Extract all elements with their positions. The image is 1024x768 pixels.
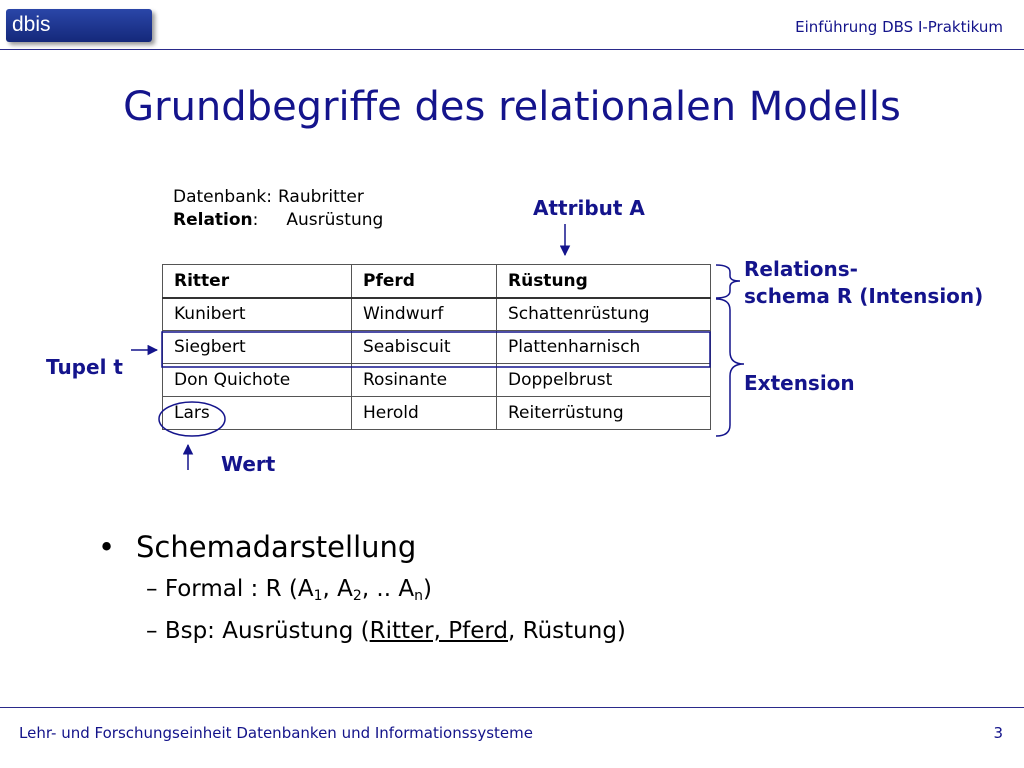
schema-label-line2: schema R (Intension) <box>744 284 984 308</box>
relation-colon: : <box>252 210 259 230</box>
formal-end: ) <box>422 576 432 602</box>
table-row: Don Quichote Rosinante Doppelbrust <box>162 363 711 397</box>
footer-text: Lehr- und Forschungseinheit Datenbanken … <box>19 724 533 742</box>
footer-divider <box>0 707 1024 708</box>
table-cell: Rosinante <box>351 363 497 397</box>
table-cell: Siegbert <box>162 330 352 364</box>
bsp-rest: , Rüstung) <box>508 618 626 644</box>
table-row: Kunibert Windwurf Schattenrüstung <box>162 297 711 331</box>
page-number: 3 <box>993 724 1003 742</box>
table-cell: Seabiscuit <box>351 330 497 364</box>
relation-label: Relation <box>173 210 253 230</box>
table-cell: Herold <box>351 396 497 430</box>
table-header-row: Ritter Pferd Rüstung <box>162 264 711 299</box>
header-divider <box>0 49 1024 50</box>
relation-meta: Datenbank:Raubritter Relation: Ausrüstung <box>173 186 383 232</box>
wert-circle <box>158 401 226 437</box>
tupel-highlight <box>161 331 711 368</box>
header-pferd: Pferd <box>351 264 497 299</box>
db-label: Datenbank: <box>173 187 272 207</box>
schema-label-line1: Relations- <box>744 257 858 281</box>
table-cell: Doppelbrust <box>496 363 711 397</box>
table-cell: Don Quichote <box>162 363 352 397</box>
bullet-dot-icon: • <box>98 530 116 564</box>
table-cell: Reiterrüstung <box>496 396 711 430</box>
table-row: Lars Herold Reiterrüstung <box>162 396 711 430</box>
extension-label: Extension <box>744 371 855 395</box>
bullet-list: • Schemadarstellung – Formal : R (A1, A2,… <box>98 530 626 656</box>
bsp-prefix: Bsp: Ausrüstung ( <box>164 618 370 644</box>
bsp-key-attributes: Ritter, Pferd <box>369 618 509 644</box>
db-value: Raubritter <box>277 187 364 207</box>
header-ruestung: Rüstung <box>496 264 711 299</box>
header-ritter: Ritter <box>162 264 352 299</box>
sub-bullet-bsp: – Bsp: Ausrüstung (Ritter, Pferd, Rüstun… <box>146 618 626 644</box>
formal-sub-2: 2 <box>352 588 362 604</box>
schema-brace <box>715 264 741 299</box>
formal-sub-1: 1 <box>313 588 323 604</box>
attribut-label: Attribut A <box>533 196 645 220</box>
sub-bullet-formal: – Formal : R (A1, A2, .. An) <box>146 576 432 604</box>
bullet-item: • Schemadarstellung <box>98 530 626 572</box>
formal-mid-1: , A <box>322 576 353 602</box>
wert-label: Wert <box>221 452 276 476</box>
logo-text: dbis <box>12 13 51 36</box>
formal-prefix: Formal : R (A <box>164 576 314 602</box>
formal-sub-n: n <box>414 588 423 604</box>
slide-title: Grundbegriffe des relationalen Modells <box>123 84 901 130</box>
relation-value: Ausrüstung <box>286 210 384 230</box>
table-cell: Kunibert <box>162 297 352 331</box>
table-cell: Schattenrüstung <box>496 297 711 331</box>
bullet-main: Schemadarstellung <box>136 530 417 564</box>
relation-table: Ritter Pferd Rüstung Kunibert Windwurf S… <box>162 264 711 430</box>
tupel-label: Tupel t <box>46 355 123 379</box>
extension-brace <box>715 298 745 437</box>
course-title: Einführung DBS I-Praktikum <box>795 18 1003 36</box>
dbis-logo: dbis <box>6 9 152 42</box>
formal-mid-2: , .. A <box>361 576 415 602</box>
schema-label: Relations- schema R (Intension) <box>744 256 983 310</box>
